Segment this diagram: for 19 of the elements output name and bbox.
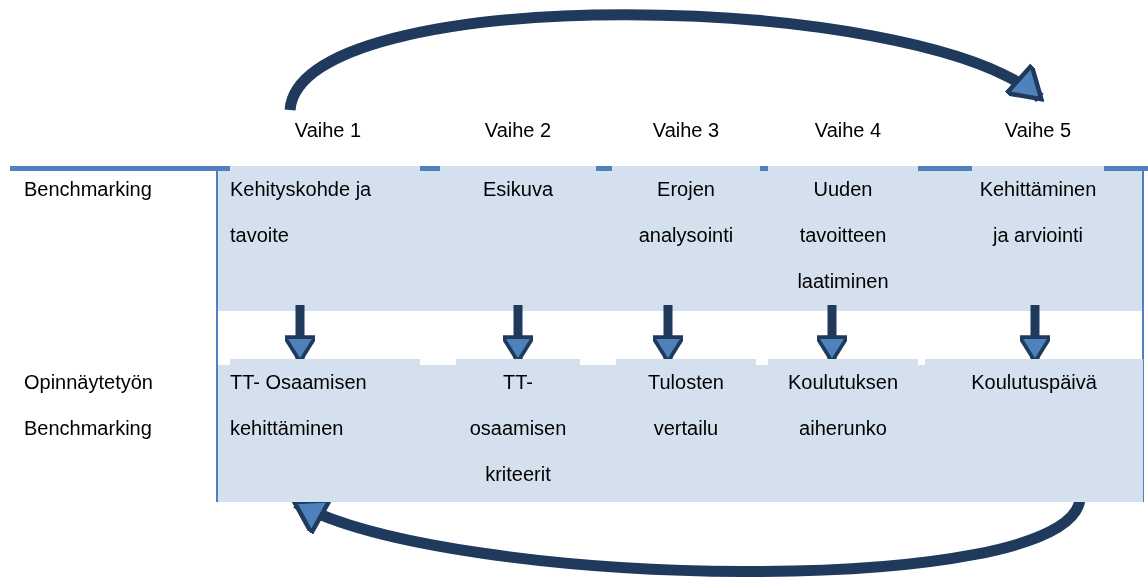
table-cell-text: Uuden tavoitteen laatiminen — [796, 177, 890, 294]
phase-heading: Vaihe 1 — [293, 118, 363, 143]
row-label: Opinnäytetyön Benchmarking — [24, 370, 154, 441]
table-cell-text: Kehityskohde ja tavoite — [230, 177, 373, 248]
table-cell-text: TT- osaamisen kriteerit — [468, 370, 568, 487]
table-cell-text: Koulutuspäivä — [970, 370, 1098, 395]
table-cell-text: TT- Osaamisen kehittäminen — [230, 370, 368, 441]
row-label: Benchmarking — [24, 177, 153, 202]
table-cell-text: Esikuva — [482, 177, 554, 202]
phase-heading: Vaihe 3 — [651, 118, 721, 143]
table-cell-text: Koulutuksen aiherunko — [786, 370, 900, 441]
phase-heading: Vaihe 5 — [1003, 118, 1073, 143]
table-cell — [925, 359, 1143, 502]
phase-heading: Vaihe 4 — [813, 118, 883, 143]
table-cell-text: Erojen analysointi — [637, 177, 735, 248]
phase-heading: Vaihe 2 — [483, 118, 553, 143]
table-cell-text: Kehittäminen ja arviointi — [978, 177, 1098, 248]
table-cell-text: Tulosten vertailu — [647, 370, 725, 441]
curved-arrow — [285, 9, 1044, 113]
